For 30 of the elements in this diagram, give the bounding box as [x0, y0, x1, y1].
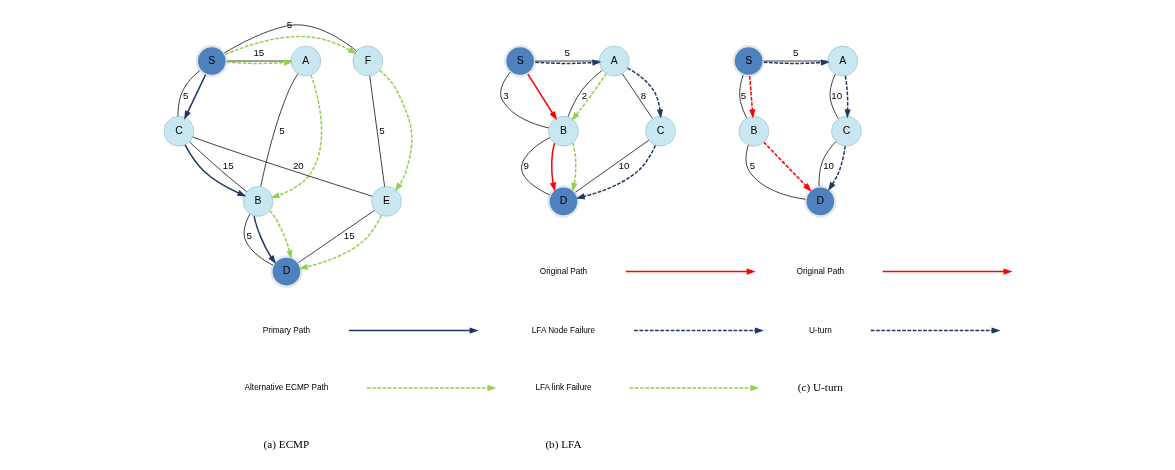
edge-label: 15 — [253, 47, 265, 59]
label: (b) LFA — [545, 438, 582, 451]
edge-label: 8 — [640, 89, 647, 101]
edge-label: 5 — [740, 89, 747, 101]
label: (c) U-turn — [797, 380, 843, 393]
edge-label: 5 — [793, 47, 799, 59]
edge-label: 5 — [286, 19, 293, 31]
edge-label: 10 — [618, 159, 630, 171]
legend-label: Alternative ECMP Path — [244, 383, 329, 393]
legend-label: LFA link Failure — [535, 383, 592, 393]
edge-label: 5 — [246, 230, 252, 242]
edge-label: 2 — [581, 89, 588, 101]
edge-label: 15 — [222, 159, 234, 171]
edge-label: 10 — [831, 89, 843, 101]
edge-label: 5 — [279, 124, 285, 136]
edge-label: 9 — [523, 159, 529, 171]
edge-label: 5 — [749, 159, 756, 171]
edge-label: 5 — [182, 89, 189, 101]
edge-label: 3 — [503, 89, 509, 101]
legend-label: Primary Path — [262, 325, 311, 335]
legend-label: Original Path — [539, 266, 588, 276]
label: (a) ECMP — [263, 438, 310, 451]
legend-label: U-turn — [808, 325, 832, 335]
edge-label: 15 — [343, 230, 355, 242]
edge-label: 10 — [823, 159, 834, 171]
legend-label: Original Path — [796, 266, 845, 276]
edge-label: 5 — [564, 47, 570, 59]
edge-label: 5 — [379, 124, 385, 136]
edge-label: 20 — [293, 159, 304, 171]
legend-label: LFA Node Failure — [531, 325, 596, 335]
